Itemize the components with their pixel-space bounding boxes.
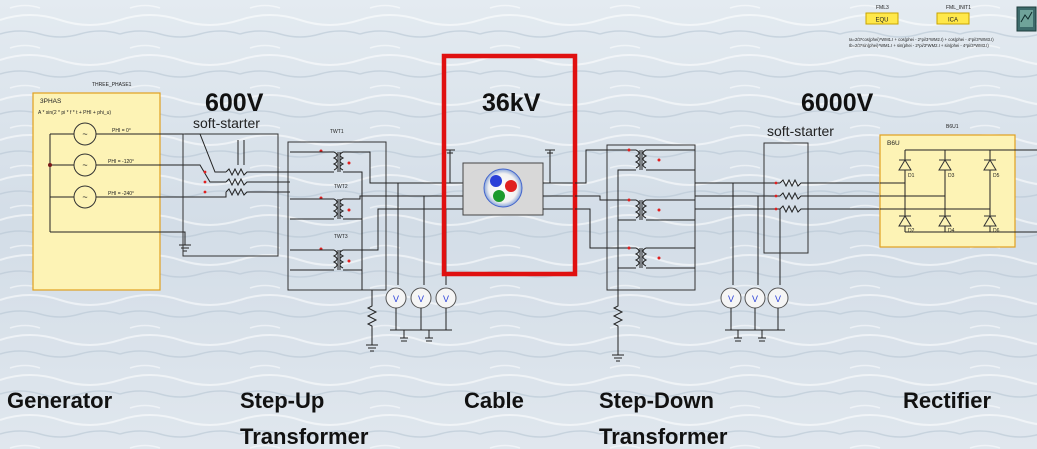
svg-text:~: ~ bbox=[82, 129, 87, 139]
generator-type: 3PHAS bbox=[40, 98, 62, 105]
cable-section[interactable] bbox=[440, 149, 575, 216]
cable-cross-section-icon bbox=[483, 168, 523, 208]
soft-starter-1[interactable] bbox=[182, 133, 290, 257]
voltmeter-group-1: V V V bbox=[385, 183, 457, 342]
svg-text:V: V bbox=[443, 294, 449, 304]
soft-starter-label-1: soft-starter bbox=[193, 115, 260, 131]
voltmeter-icon: V bbox=[393, 294, 399, 304]
diode-label-d6: D6 bbox=[993, 228, 1000, 234]
scope-icon[interactable] bbox=[1016, 6, 1037, 32]
diode-label-d2: D2 bbox=[908, 228, 915, 234]
transformer-label-3: TWT3 bbox=[334, 234, 348, 240]
diode-label-d3: D3 bbox=[948, 173, 955, 179]
svg-text:V: V bbox=[752, 294, 758, 304]
section-label-rectifier: Rectifier bbox=[903, 388, 991, 413]
top-right-controls: FML3 FML_INIT1 EQU ICA Ia=2/3*cos(phei)*… bbox=[849, 5, 1037, 48]
diode-icon bbox=[898, 159, 997, 227]
rectifier-title: B6U1 bbox=[946, 124, 959, 130]
svg-text:~: ~ bbox=[82, 160, 87, 170]
diode-label-d1: D1 bbox=[908, 173, 915, 179]
section-label-step-up: Step-Up bbox=[240, 388, 324, 413]
formula-line-2: Ib=2/3*sin(phei)*WM1.I + sin(phei - 2*pi… bbox=[849, 43, 989, 48]
voltage-label-6000v: 6000V bbox=[801, 89, 874, 117]
section-label-step-up-transformer: Transformer bbox=[240, 424, 369, 449]
transformer-label-2: TWT2 bbox=[334, 184, 348, 190]
voltmeter-group-2: V V V bbox=[720, 183, 789, 342]
ica-button-label: ICA bbox=[948, 18, 958, 24]
diode-label-d5: D5 bbox=[993, 173, 1000, 179]
soft-starter-label-2: soft-starter bbox=[767, 123, 834, 139]
rectifier-type: B6U bbox=[887, 140, 900, 147]
svg-text:V: V bbox=[418, 294, 424, 304]
phase-label-120: PHI = -120° bbox=[108, 159, 134, 165]
equ-button[interactable]: EQU bbox=[865, 12, 899, 25]
step-down-transformer-group[interactable] bbox=[575, 144, 780, 362]
generator-equation: A * sin(2 * pi * f * t + PHI + phi_u) bbox=[38, 110, 111, 116]
transformer-icon bbox=[332, 151, 345, 270]
diode-label-d4: D4 bbox=[948, 228, 955, 234]
fml-init1-label: FML_INIT1 bbox=[946, 5, 971, 11]
section-label-cable: Cable bbox=[464, 388, 524, 413]
phase-label-240: PHI = -240° bbox=[108, 191, 134, 197]
step-up-transformer-group[interactable]: TWT1 TWT2 TWT3 bbox=[287, 129, 440, 352]
fml3-label: FML3 bbox=[876, 5, 889, 11]
voltage-label-600v: 600V bbox=[205, 89, 264, 117]
svg-text:V: V bbox=[775, 294, 781, 304]
rectifier-block[interactable]: B6U1 B6U D1 D3 D5 D2 D4 D6 bbox=[879, 124, 1037, 248]
voltage-label-36kv: 36kV bbox=[482, 89, 541, 117]
equ-button-label: EQU bbox=[875, 18, 888, 24]
phase-label-0: PHI = 0° bbox=[112, 128, 131, 134]
svg-text:V: V bbox=[728, 294, 734, 304]
generator-block[interactable]: THREE_PHASE1 3PHAS A * sin(2 * pi * f * … bbox=[32, 82, 191, 291]
cable-highlight-box bbox=[441, 53, 578, 277]
ica-button[interactable]: ICA bbox=[936, 12, 970, 25]
transformer-label-1: TWT1 bbox=[330, 129, 344, 135]
section-label-step-down: Step-Down bbox=[599, 388, 714, 413]
transformer-icon bbox=[634, 149, 648, 268]
generator-title: THREE_PHASE1 bbox=[92, 82, 132, 88]
svg-text:~: ~ bbox=[82, 192, 87, 202]
soft-starter-2[interactable] bbox=[763, 142, 880, 254]
ac-source-icon: ~ ~ ~ bbox=[73, 122, 97, 209]
formula-line-1: Ia=2/3*cos(phei)*WM1.I + cos(phei - 2*pi… bbox=[849, 37, 994, 42]
section-label-step-down-transformer: Transformer bbox=[599, 424, 728, 449]
section-label-generator: Generator bbox=[7, 388, 113, 413]
